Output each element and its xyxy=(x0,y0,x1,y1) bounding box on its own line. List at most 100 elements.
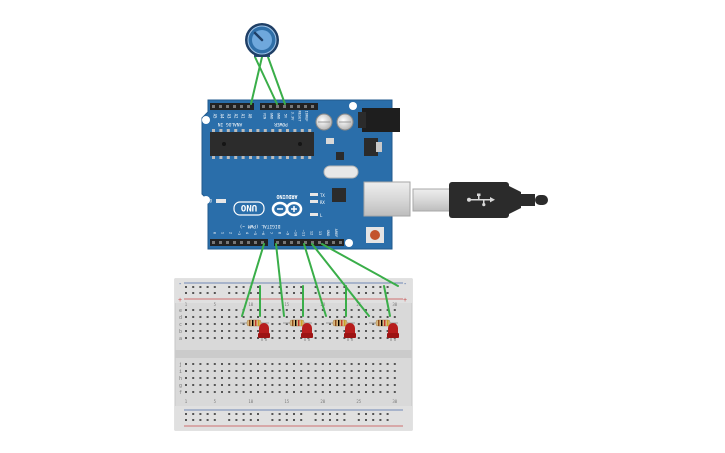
breadboard-hole[interactable] xyxy=(221,337,223,339)
rail-hole[interactable] xyxy=(257,413,259,415)
breadboard-hole[interactable] xyxy=(293,309,295,311)
rail-hole[interactable] xyxy=(285,419,288,421)
wire-pot-5v[interactable] xyxy=(267,56,286,105)
rail-hole[interactable] xyxy=(278,292,281,294)
breadboard-hole[interactable] xyxy=(321,316,324,318)
breadboard-hole[interactable] xyxy=(221,330,223,332)
breadboard-hole[interactable] xyxy=(221,370,223,372)
header-pin[interactable] xyxy=(219,105,222,108)
breadboard-hole[interactable] xyxy=(300,377,303,379)
digital-header-low[interactable] xyxy=(210,239,268,246)
rail-hole[interactable] xyxy=(357,413,360,415)
breadboard-hole[interactable] xyxy=(343,309,346,311)
rail-hole[interactable] xyxy=(357,286,360,288)
breadboard-hole[interactable] xyxy=(379,391,382,393)
breadboard-hole[interactable] xyxy=(285,316,288,318)
breadboard-hole[interactable] xyxy=(379,377,382,379)
rail-hole[interactable] xyxy=(249,419,252,421)
breadboard-hole[interactable] xyxy=(386,330,389,332)
breadboard-hole[interactable] xyxy=(365,370,367,372)
breadboard-hole[interactable] xyxy=(213,377,216,379)
rail-hole[interactable] xyxy=(242,292,245,294)
rail-hole[interactable] xyxy=(213,292,216,294)
breadboard-hole[interactable] xyxy=(235,323,238,325)
rail-hole[interactable] xyxy=(343,292,346,294)
rail-hole[interactable] xyxy=(321,292,324,294)
breadboard-hole[interactable] xyxy=(336,391,339,393)
header-pin[interactable] xyxy=(276,105,279,108)
breadboard-hole[interactable] xyxy=(206,330,209,332)
breadboard-hole[interactable] xyxy=(365,391,367,393)
breadboard-hole[interactable] xyxy=(257,337,259,339)
breadboard-hole[interactable] xyxy=(300,363,303,365)
breadboard-hole[interactable] xyxy=(285,309,288,311)
breadboard-hole[interactable] xyxy=(350,391,353,393)
rail-hole[interactable] xyxy=(314,419,317,421)
breadboard-hole[interactable] xyxy=(365,337,367,339)
breadboard-hole[interactable] xyxy=(213,337,216,339)
breadboard-hole[interactable] xyxy=(249,330,252,332)
header-pin[interactable] xyxy=(269,105,272,108)
breadboard-hole[interactable] xyxy=(336,384,339,386)
breadboard-hole[interactable] xyxy=(206,377,209,379)
rail-hole[interactable] xyxy=(293,292,295,294)
breadboard-hole[interactable] xyxy=(271,370,274,372)
breadboard-hole[interactable] xyxy=(235,370,238,372)
breadboard-hole[interactable] xyxy=(350,384,353,386)
breadboard-hole[interactable] xyxy=(372,330,375,332)
breadboard-hole[interactable] xyxy=(206,309,209,311)
breadboard-hole[interactable] xyxy=(199,316,202,318)
rail-hole[interactable] xyxy=(300,286,303,288)
breadboard-hole[interactable] xyxy=(314,363,317,365)
breadboard-hole[interactable] xyxy=(264,377,267,379)
rail-hole[interactable] xyxy=(293,286,295,288)
header-pin[interactable] xyxy=(226,105,229,108)
breadboard-hole[interactable] xyxy=(293,337,295,339)
breadboard-hole[interactable] xyxy=(185,384,187,386)
breadboard-hole[interactable] xyxy=(199,337,202,339)
breadboard-hole[interactable] xyxy=(242,384,245,386)
header-pin[interactable] xyxy=(226,241,229,244)
breadboard-hole[interactable] xyxy=(185,377,187,379)
header-pin[interactable] xyxy=(233,105,236,108)
breadboard-hole[interactable] xyxy=(257,363,259,365)
breadboard-hole[interactable] xyxy=(357,330,360,332)
breadboard-hole[interactable] xyxy=(271,377,274,379)
breadboard-hole[interactable] xyxy=(264,363,267,365)
breadboard-hole[interactable] xyxy=(321,337,324,339)
rail-hole[interactable] xyxy=(386,413,389,415)
digital-header-pins[interactable] xyxy=(212,241,342,244)
breadboard-hole[interactable] xyxy=(271,330,274,332)
rail-hole[interactable] xyxy=(257,286,259,288)
breadboard-hole[interactable] xyxy=(372,377,375,379)
rail-hole[interactable] xyxy=(192,286,195,288)
breadboard-hole[interactable] xyxy=(235,330,238,332)
header-pin[interactable] xyxy=(290,105,293,108)
resistor[interactable] xyxy=(375,319,391,327)
breadboard-hole[interactable] xyxy=(192,330,195,332)
breadboard-hole[interactable] xyxy=(242,377,245,379)
breadboard-hole[interactable] xyxy=(300,391,303,393)
breadboard-hole[interactable] xyxy=(271,337,274,339)
breadboard-hole[interactable] xyxy=(293,316,295,318)
breadboard-hole[interactable] xyxy=(300,370,303,372)
breadboard-hole[interactable] xyxy=(242,316,245,318)
breadboard-hole[interactable] xyxy=(365,384,367,386)
breadboard-hole[interactable] xyxy=(242,330,245,332)
breadboard-hole[interactable] xyxy=(321,391,324,393)
breadboard-hole[interactable] xyxy=(199,363,202,365)
breadboard-hole[interactable] xyxy=(271,316,274,318)
breadboard-hole[interactable] xyxy=(329,384,331,386)
breadboard-hole[interactable] xyxy=(185,309,187,311)
rail-hole[interactable] xyxy=(365,292,367,294)
rail-hole[interactable] xyxy=(321,286,324,288)
breadboard-hole[interactable] xyxy=(372,363,375,365)
header-pin[interactable] xyxy=(261,241,264,244)
rail-hole[interactable] xyxy=(192,413,195,415)
breadboard-hole[interactable] xyxy=(242,323,245,325)
breadboard[interactable]: - + - + abcdefghij1155101015152020252530… xyxy=(174,278,413,431)
breadboard-hole[interactable] xyxy=(372,323,375,325)
rail-hole[interactable] xyxy=(321,419,324,421)
analog-header[interactable] xyxy=(210,103,254,110)
breadboard-hole[interactable] xyxy=(242,391,245,393)
